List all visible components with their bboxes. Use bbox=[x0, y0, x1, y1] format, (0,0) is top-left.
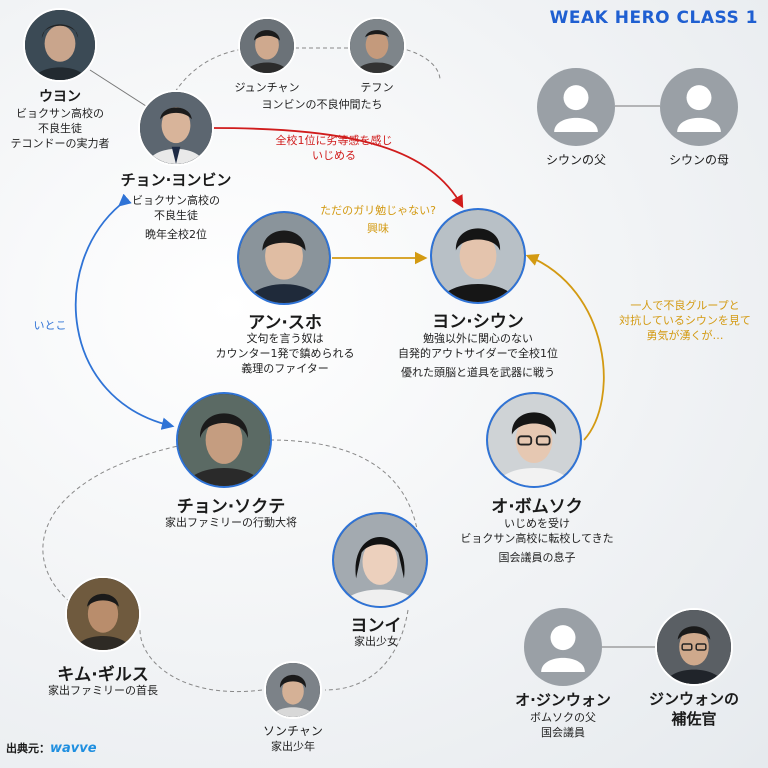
avatar-placeholder-mother bbox=[660, 68, 738, 146]
desc-yoni: 家出少女 bbox=[354, 635, 398, 648]
name-suho: アン·スホ bbox=[248, 313, 322, 333]
name-mother: シウンの母 bbox=[668, 153, 730, 167]
name-aide: ジンウォンの 補佐官 bbox=[648, 690, 740, 728]
name-yoni: ヨンイ bbox=[350, 616, 402, 636]
avatar-sokte bbox=[176, 392, 272, 488]
name-uyon: ウヨン bbox=[39, 89, 81, 105]
relation-suho-siun: ただのガリ勉じゃない? 興味 bbox=[320, 204, 436, 235]
avatar-uyon bbox=[23, 8, 97, 82]
page-title: WEAK HERO CLASS 1 bbox=[549, 8, 758, 28]
name-tefun: テフン bbox=[360, 81, 394, 94]
name-sokte: チョン·ソクテ bbox=[176, 497, 286, 517]
avatar-yoni bbox=[332, 512, 428, 608]
desc-uyon: ビョクサン高校の 不良生徒 テコンドーの実力者 bbox=[10, 107, 110, 150]
name-siun: ヨン·シウン bbox=[432, 312, 524, 332]
avatar-tefun bbox=[348, 17, 406, 75]
avatar-placeholder-jinwon bbox=[524, 608, 602, 686]
name-junchan: ジュンチャン bbox=[234, 81, 300, 94]
desc-sokte: 家出ファミリーの行動大将 bbox=[165, 516, 297, 529]
name-kimgilsu: キム·ギルス bbox=[57, 665, 149, 685]
desc-jinwon: ボムソクの父 国会議員 bbox=[530, 711, 596, 739]
relation-cousin: いとこ bbox=[33, 319, 67, 332]
desc-yongbin: ビョクサン高校の 不良生徒 晩年全校2位 bbox=[132, 194, 220, 241]
avatar-sonchan bbox=[264, 661, 322, 719]
arrow-cousin bbox=[74, 193, 175, 430]
arrow-bomsok-siun bbox=[525, 254, 605, 441]
relation-yongbin-siun: 全校1位に劣等感を感じ いじめる bbox=[275, 134, 393, 162]
source-credit: 出典元：wavve bbox=[6, 741, 97, 756]
line-family-circle bbox=[42, 439, 421, 692]
desc-siun: 勉強以外に関心のない 自発的アウトサイダーで全校1位 優れた頭脳と道具を武器に戦… bbox=[398, 332, 558, 379]
avatar-siun bbox=[430, 208, 526, 304]
avatar-aide bbox=[655, 608, 733, 686]
relation-bomsok-siun: 一人で不良グループと 対抗しているシウンを見て 勇気が湧くが… bbox=[619, 299, 751, 342]
name-father: シウンの父 bbox=[545, 153, 607, 167]
avatar-bomsok bbox=[486, 392, 582, 488]
name-sonchan: ソンチャン bbox=[263, 724, 323, 738]
name-yongbin: チョン·ヨンビン bbox=[120, 171, 232, 189]
arrow-yongbin-siun bbox=[211, 127, 464, 209]
avatar-yongbin bbox=[138, 90, 214, 166]
avatar-junchan bbox=[238, 17, 296, 75]
desc-kimgilsu: 家出ファミリーの首長 bbox=[48, 684, 158, 697]
name-jinwon: オ·ジンウォン bbox=[515, 691, 611, 709]
name-bomsok: オ·ボムソク bbox=[491, 497, 583, 517]
desc-bomsok: いじめを受け ビョクサン高校に転校してきた 国会議員の息子 bbox=[460, 517, 614, 564]
wavve-logo: wavve bbox=[50, 741, 97, 756]
avatar-placeholder-father bbox=[537, 68, 615, 146]
avatar-suho bbox=[237, 211, 331, 305]
avatar-kimgilsu bbox=[65, 576, 141, 652]
desc-sonchan: 家出少年 bbox=[271, 740, 315, 753]
caption-gang: ヨンビンの不良仲間たち bbox=[261, 98, 383, 111]
desc-suho: 文句を言う奴は カウンター1発で鎮められる 義理のファイター bbox=[215, 332, 355, 375]
